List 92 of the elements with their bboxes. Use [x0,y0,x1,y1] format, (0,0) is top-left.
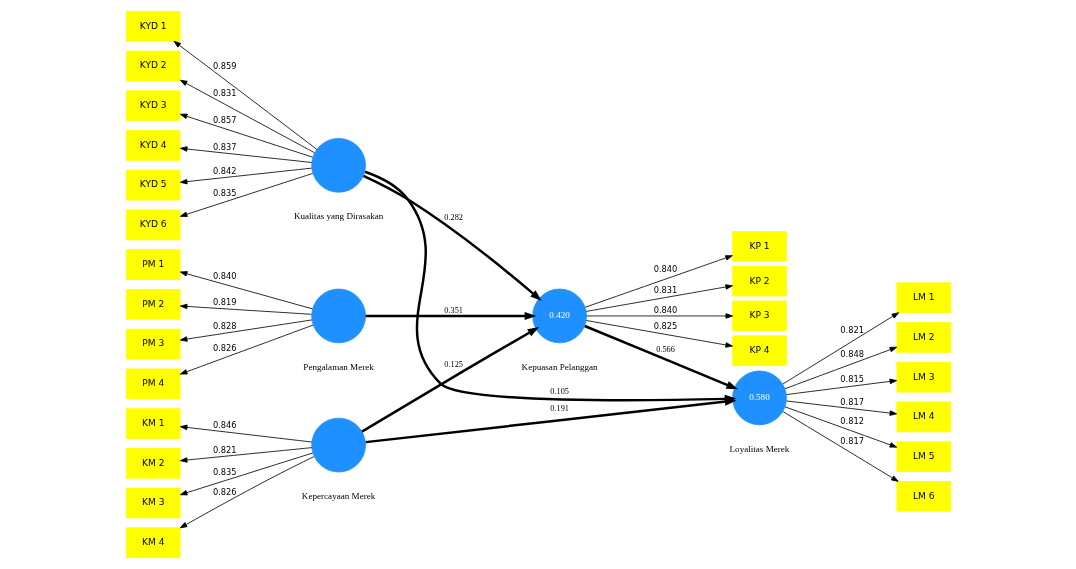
edge-label: 0.815 [839,374,864,385]
edge-label: 0.812 [839,416,864,427]
edge-label: 0.846 [212,419,237,430]
edge-label: 0.282 [443,212,463,222]
node-box: PM 4 [125,368,181,400]
edge-label: 0.351 [443,306,463,316]
edge-label: 0.835 [212,187,237,198]
node-box: LM 3 [895,361,951,393]
node-circle [310,417,366,473]
node-label: Loyalitas Merek [729,443,789,454]
node-box: KYD 4 [125,130,181,161]
arrow [179,167,312,185]
node-box: KYD 3 [125,90,181,122]
node-box: LM 5 [895,441,951,472]
node-box: KP 2 [731,265,787,297]
edge-label: 0.840 [653,264,677,275]
arrow [362,174,542,301]
arrow [784,406,897,448]
edge-label: 0.831 [212,87,237,98]
edge-label: 0.840 [653,305,677,316]
node-box: KP 4 [731,335,787,367]
edge-label: 0.831 [653,284,677,295]
arrow [179,303,312,315]
edge-label: 0.835 [212,466,237,477]
arrow [784,346,897,390]
edge-label: 0.191 [549,404,569,414]
node-box: KYD 1 [125,10,181,42]
edge-label: 0.842 [212,165,237,176]
node-label: Kepercayaan Merek [301,490,375,501]
node-box: LM 2 [895,322,951,353]
edge-label: 0.817 [839,436,864,447]
node-box: LM 6 [895,481,951,512]
node-label: Kualitas yang Dirasakan [293,210,383,221]
node-box: KM 2 [125,447,181,479]
arrow [584,255,733,308]
arrow [583,324,738,390]
arrow [365,311,536,320]
edge-label: 0.125 [443,360,463,370]
node-circle: 0.580 [731,370,787,426]
node-box: PM 1 [125,249,181,280]
node-label: Pengalaman Merek [302,361,374,372]
edge-label: 0.837 [212,141,237,152]
node-box: LM 1 [895,282,951,314]
arrow [173,40,317,150]
arrow [360,327,539,433]
edge-label: 0.857 [212,115,237,126]
arrow [179,424,312,443]
node-circle [310,288,366,344]
node-box: KM 3 [125,487,181,519]
edge-label: 0.817 [839,396,864,407]
arrow [585,313,733,319]
arrow [782,411,899,482]
node-circle [310,138,366,193]
node-label: Kepuasan Pelanggan [521,361,598,372]
arrow [179,173,313,217]
arrow [179,324,314,375]
node-box: LM 4 [895,401,951,433]
node-box: KYD 2 [125,50,181,82]
arrow [585,284,733,312]
arrow [179,146,312,163]
edge-label: 0.826 [212,486,237,497]
edge-label: 0.826 [212,342,237,353]
edge-label: 0.566 [655,344,675,354]
edge-label: 0.859 [212,61,237,72]
arrow [785,400,897,416]
arrow [179,319,312,342]
edge-label: 0.821 [212,444,237,455]
edge-label: 0.821 [839,325,864,336]
edge-label: 0.828 [212,321,237,332]
edge-label: 0.848 [839,349,864,360]
node-box: PM 2 [125,289,181,320]
edge-label: 0.819 [212,297,237,308]
arrow [179,271,313,310]
node-box: KM 1 [125,408,181,439]
node-box: KP 3 [731,300,787,332]
node-box: KYD 6 [125,209,181,241]
node-box: KM 4 [125,527,181,559]
arrow [365,397,736,444]
node-box: PM 3 [125,328,181,360]
node-box: KP 1 [731,231,787,262]
node-box: KYD 5 [125,169,181,201]
arrow [179,447,312,463]
arrow [179,456,314,529]
edge-label: 0.840 [212,270,237,281]
arrow [179,113,313,158]
arrow [782,312,899,385]
edge-label: 0.825 [653,321,677,332]
arrow [585,320,733,348]
arrow [179,452,313,496]
arrow [179,79,315,154]
arrow [785,378,897,395]
edge-label: 0.105 [549,386,569,396]
